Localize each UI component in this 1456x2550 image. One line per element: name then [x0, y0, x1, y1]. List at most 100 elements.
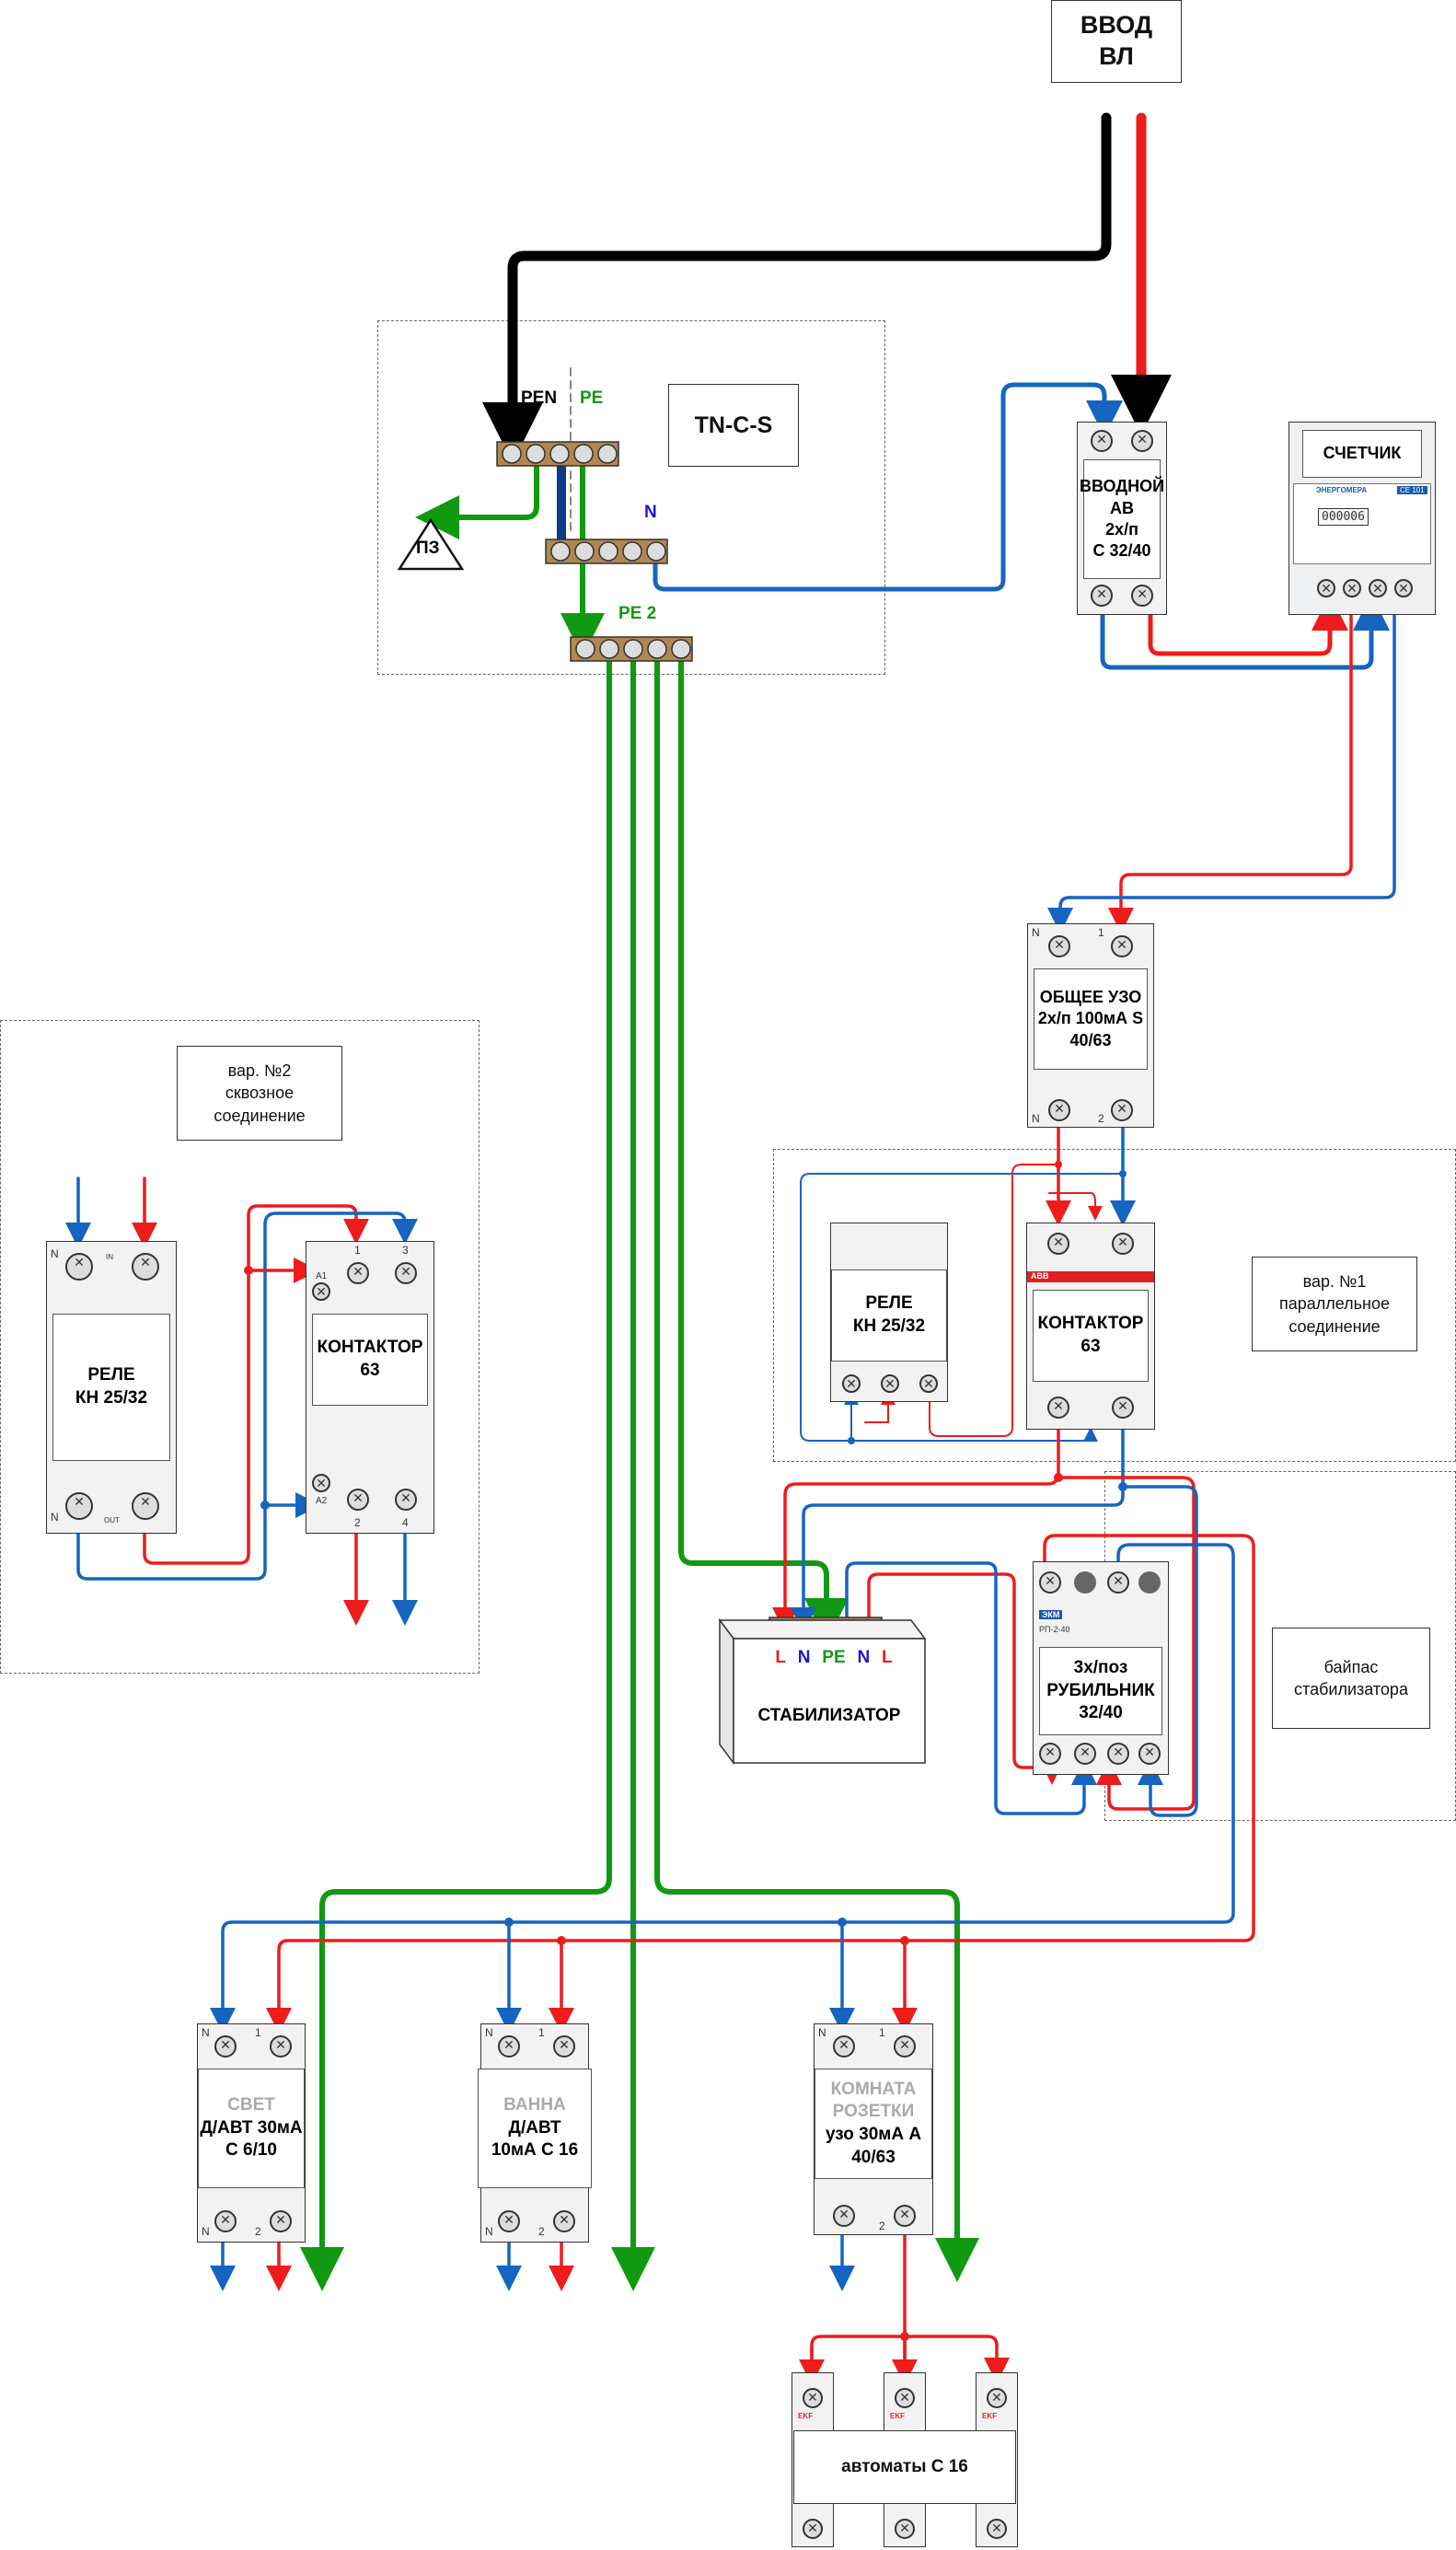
v2-relay-terminal-n-bot — [65, 1492, 93, 1520]
stab-term-pe: PE — [822, 1648, 846, 1667]
light-2-bot: 2 — [255, 2225, 261, 2238]
v1-contactor-terminal-b1 — [1047, 1397, 1069, 1419]
v2-contactor-terminal-1 — [347, 1262, 369, 1284]
light-terminal-n-top — [214, 2035, 237, 2057]
variant1-caption-box: вар. №1 параллельное соединение — [1252, 1257, 1417, 1351]
light-title: СВЕТ — [227, 2094, 275, 2115]
rcd-terminal-n-top — [1048, 935, 1070, 957]
v1-relay: РЕЛЕ КН 25/32 — [830, 1223, 948, 1402]
automat-3-terminal-bot — [987, 2519, 1007, 2539]
bath-label: Д/АВТ 10мА С 16 — [491, 2117, 579, 2161]
automats-label-box: автоматы С 16 — [793, 2430, 1016, 2504]
rcd-terminal-1-top — [1111, 935, 1133, 957]
branch-light: N 1 СВЕТ Д/АВТ 30мА С 6/10 N 2 — [197, 2023, 306, 2243]
v2-relay-out: OUT — [104, 1516, 120, 1524]
automat-2-brand: EKF — [890, 2412, 905, 2420]
room-2-bot: 2 — [879, 2220, 885, 2232]
v2-contactor: 1 3 A1 КОНТАКТОР 63 A2 2 4 — [306, 1241, 434, 1534]
v1-contactor-terminal-t2 — [1112, 1233, 1134, 1255]
v1-contactor-terminal-t1 — [1047, 1233, 1069, 1255]
rcd-main-label: ОБЩЕЕ УЗО 2х/п 100мА S 40/63 — [1034, 968, 1148, 1070]
n-bus-to-breaker — [653, 382, 1123, 592]
main-breaker-label: ВВОДНОЙ АВ 2х/п С 32/40 — [1080, 459, 1164, 579]
meter-model: CE 101 — [1397, 486, 1427, 494]
rcd-terminal-n-bot — [1048, 1099, 1070, 1121]
stabilizer-label: СТАБИЛИЗАТОР — [757, 1706, 901, 1725]
meter-terminal-2 — [1343, 579, 1361, 597]
earth-label: ПЗ — [416, 539, 440, 558]
earth-symbol — [397, 517, 465, 571]
v2-relay-in: IN — [106, 1253, 113, 1261]
breaker-terminal-top-1 — [1091, 430, 1113, 452]
room-label: узо 30мА А 40/63 — [825, 2125, 922, 2167]
bath-title: ВАННА — [503, 2094, 566, 2115]
variant2-caption: вар. №2 сквозное соединение — [214, 1061, 306, 1125]
junction-dots — [244, 1161, 1127, 2341]
input-title: ВВОД ВЛ — [1080, 11, 1153, 70]
main-breaker: ВВОДНОЙ АВ 2х/п С 32/40 — [1077, 422, 1167, 615]
stabilizer-terminals: L N PE N L — [769, 1648, 898, 1670]
automats-label: автоматы С 16 — [841, 2457, 968, 2476]
v2-contactor-3: 3 — [402, 1244, 409, 1257]
light-n-top: N — [202, 2026, 210, 2039]
room-title: КОМНАТА РОЗЕТКИ — [830, 2079, 917, 2122]
rcd-1-top: 1 — [1098, 926, 1104, 939]
v2-relay-terminal-n-top — [65, 1253, 93, 1281]
stabilizer-body — [718, 1617, 927, 1766]
switch-terminal-b2 — [1039, 1743, 1061, 1765]
stab-term-n1: N — [797, 1648, 811, 1667]
light-terminal-n-bot — [214, 2210, 237, 2232]
n-label: N — [644, 503, 657, 522]
switch-terminal-b8 — [1138, 1743, 1161, 1765]
v2-contactor-2: 2 — [354, 1516, 361, 1529]
room-terminal-2-bot — [894, 2205, 916, 2227]
v1-relay-terminal-3 — [919, 1374, 938, 1393]
meter-terminal-3 — [1369, 579, 1387, 597]
meter-brand: ЭНЕРГОМЕРА — [1316, 486, 1368, 494]
stab-term-l1: L — [775, 1648, 786, 1667]
bath-n-bot: N — [485, 2225, 493, 2238]
v2-contactor-a2: A2 — [316, 1496, 328, 1506]
v2-contactor-a1: A1 — [316, 1271, 328, 1281]
v2-contactor-terminal-a2 — [312, 1474, 330, 1492]
meter-terminal-1 — [1317, 579, 1335, 597]
variant2-caption-box: вар. №2 сквозное соединение — [177, 1046, 342, 1141]
light-n-bot: N — [202, 2225, 210, 2238]
v2-contactor-terminal-3 — [395, 1262, 417, 1284]
variant1-caption: вар. №1 параллельное соединение — [1278, 1272, 1391, 1336]
input-label-box: ВВОД ВЛ — [1051, 0, 1182, 83]
switch-terminal-t1 — [1039, 1571, 1061, 1594]
bath-terminal-1-top — [553, 2035, 575, 2057]
automat-1-brand: EKF — [798, 2412, 813, 2420]
automat-1-terminal-top — [803, 2388, 823, 2408]
switch-model: РП-2-40 — [1039, 1625, 1070, 1634]
pen-to-earth — [415, 462, 539, 539]
switch-terminal-t5 — [1107, 1571, 1129, 1594]
bus-bars — [496, 441, 883, 1641]
automat-2-terminal-top — [895, 2388, 915, 2408]
v1-relay-terminal-2 — [881, 1374, 899, 1393]
branch-room: N 1 КОМНАТА РОЗЕТКИ узо 30мА А 40/63 2 — [814, 2023, 933, 2235]
light-label: Д/АВТ 30мА С 6/10 — [200, 2117, 303, 2161]
bypass-caption: байпас стабилизатора — [1294, 1657, 1408, 1698]
room-terminal-n-bot — [833, 2205, 855, 2227]
automat-3-brand: EKF — [982, 2412, 997, 2420]
v2-contactor-terminal-2 — [347, 1489, 369, 1511]
pe2-label: PE 2 — [618, 604, 657, 623]
pen-input-wire — [482, 112, 1112, 463]
pen-label: PEN — [521, 388, 558, 408]
v2-relay-terminal-l-top — [132, 1253, 159, 1281]
bath-terminal-n-top — [498, 2035, 520, 2057]
bypass-caption-box: байпас стабилизатора — [1272, 1628, 1430, 1729]
rcd-terminal-2-bot — [1111, 1099, 1133, 1121]
v2-contactor-terminal-4 — [395, 1489, 417, 1511]
v2-relay-n-bot: N — [51, 1511, 59, 1524]
v2-contactor-4: 4 — [402, 1516, 409, 1529]
automat-3-terminal-top — [987, 2388, 1007, 2408]
electricity-meter: СЧЕТЧИК ЭНЕРГОМЕРА CE 101 000006 — [1288, 422, 1436, 615]
room-terminal-n-top — [833, 2035, 855, 2057]
automat-2-terminal-bot — [895, 2519, 915, 2539]
v1-contactor-label: КОНТАКТОР 63 — [1033, 1290, 1149, 1382]
breaker-terminal-top-2 — [1131, 430, 1153, 452]
